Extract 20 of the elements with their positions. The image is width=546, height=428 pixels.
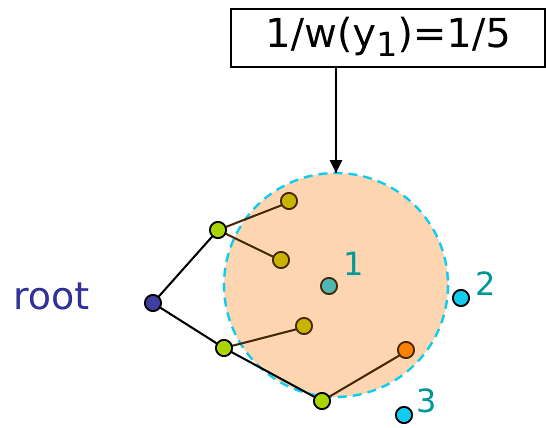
root-label: root [13,277,90,315]
tree-node-circle [209,221,227,239]
formula-box: 1/w(y$_{1}$)=1/5 [230,8,546,68]
node-number: 3 [416,385,436,417]
tree-node-circle [272,251,290,269]
tree-node-circle [215,339,233,357]
tree-edge [328,354,401,398]
node-number: 2 [475,268,496,300]
tree-edge [224,232,276,258]
tree-node-circle [313,392,331,410]
tree-edge [230,350,316,398]
tree-edge [231,328,298,348]
tree-node-circle [295,317,313,335]
tree-node-circle [280,192,298,210]
tree-edge [159,306,218,345]
tree-edge [225,204,283,228]
tree-edge [158,235,214,298]
arrow [329,68,343,173]
node-number: 1 [343,248,364,280]
tree-node-circle [397,341,415,359]
